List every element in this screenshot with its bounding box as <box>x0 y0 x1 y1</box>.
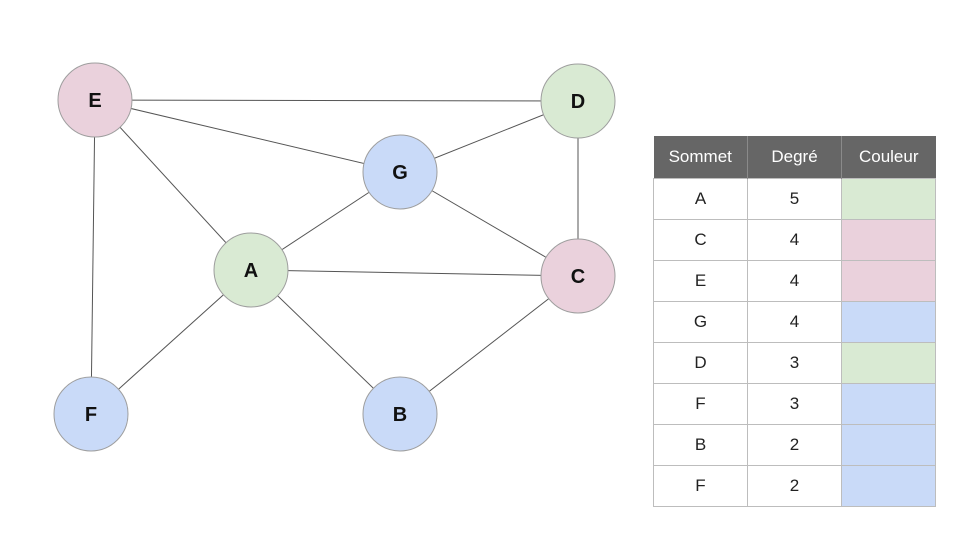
node-label: G <box>392 162 408 184</box>
graph-edges <box>90 99 579 415</box>
cell-sommet: B <box>653 424 748 466</box>
node-d: D <box>540 63 616 139</box>
node-f: F <box>53 376 129 452</box>
node-label: C <box>571 266 585 288</box>
cell-degre: 4 <box>747 260 842 302</box>
cell-couleur-swatch <box>841 424 936 466</box>
cell-couleur-swatch <box>841 178 936 220</box>
edge-e-g <box>94 99 401 173</box>
cell-degre: 4 <box>747 219 842 261</box>
node-circle <box>540 238 616 314</box>
cell-couleur-swatch <box>841 342 936 384</box>
edge-e-a <box>94 99 252 271</box>
cell-sommet: F <box>653 383 748 425</box>
cell-couleur-swatch <box>841 260 936 302</box>
node-circle <box>53 376 129 452</box>
table-header-row: Sommet Degré Couleur <box>653 136 936 179</box>
node-circle <box>57 62 133 138</box>
cell-couleur-swatch <box>841 383 936 425</box>
cell-sommet: F <box>653 465 748 507</box>
node-c: C <box>540 238 616 314</box>
edge-e-d <box>94 99 579 102</box>
cell-sommet: E <box>653 260 748 302</box>
node-circle <box>362 376 438 452</box>
cell-degre: 5 <box>747 178 842 220</box>
node-circle <box>213 232 289 308</box>
cell-sommet: A <box>653 178 748 220</box>
cell-sommet: C <box>653 219 748 261</box>
cell-couleur-swatch <box>841 301 936 343</box>
cell-degre: 3 <box>747 342 842 384</box>
node-label: E <box>88 90 101 112</box>
header-sommet: Sommet <box>653 136 748 179</box>
cell-degre: 4 <box>747 301 842 343</box>
node-label: F <box>85 404 97 426</box>
cell-sommet: G <box>653 301 748 343</box>
cell-degre: 2 <box>747 465 842 507</box>
edge-a-c <box>250 269 579 277</box>
node-circle <box>362 134 438 210</box>
cell-couleur-swatch <box>841 465 936 507</box>
header-couleur: Couleur <box>841 136 936 179</box>
node-a: A <box>213 232 289 308</box>
node-b: B <box>362 376 438 452</box>
cell-couleur-swatch <box>841 219 936 261</box>
graph-nodes: E D G A C F B <box>53 62 616 452</box>
node-label: B <box>393 404 407 426</box>
node-e: E <box>57 62 133 138</box>
node-label: A <box>244 260 258 282</box>
cell-degre: 2 <box>747 424 842 466</box>
edge-c-b <box>399 275 579 415</box>
cell-degre: 3 <box>747 383 842 425</box>
node-label: D <box>571 91 585 113</box>
cell-sommet: D <box>653 342 748 384</box>
node-g: G <box>362 134 438 210</box>
edge-e-f <box>90 99 96 415</box>
node-circle <box>540 63 616 139</box>
header-degre: Degré <box>747 136 842 179</box>
